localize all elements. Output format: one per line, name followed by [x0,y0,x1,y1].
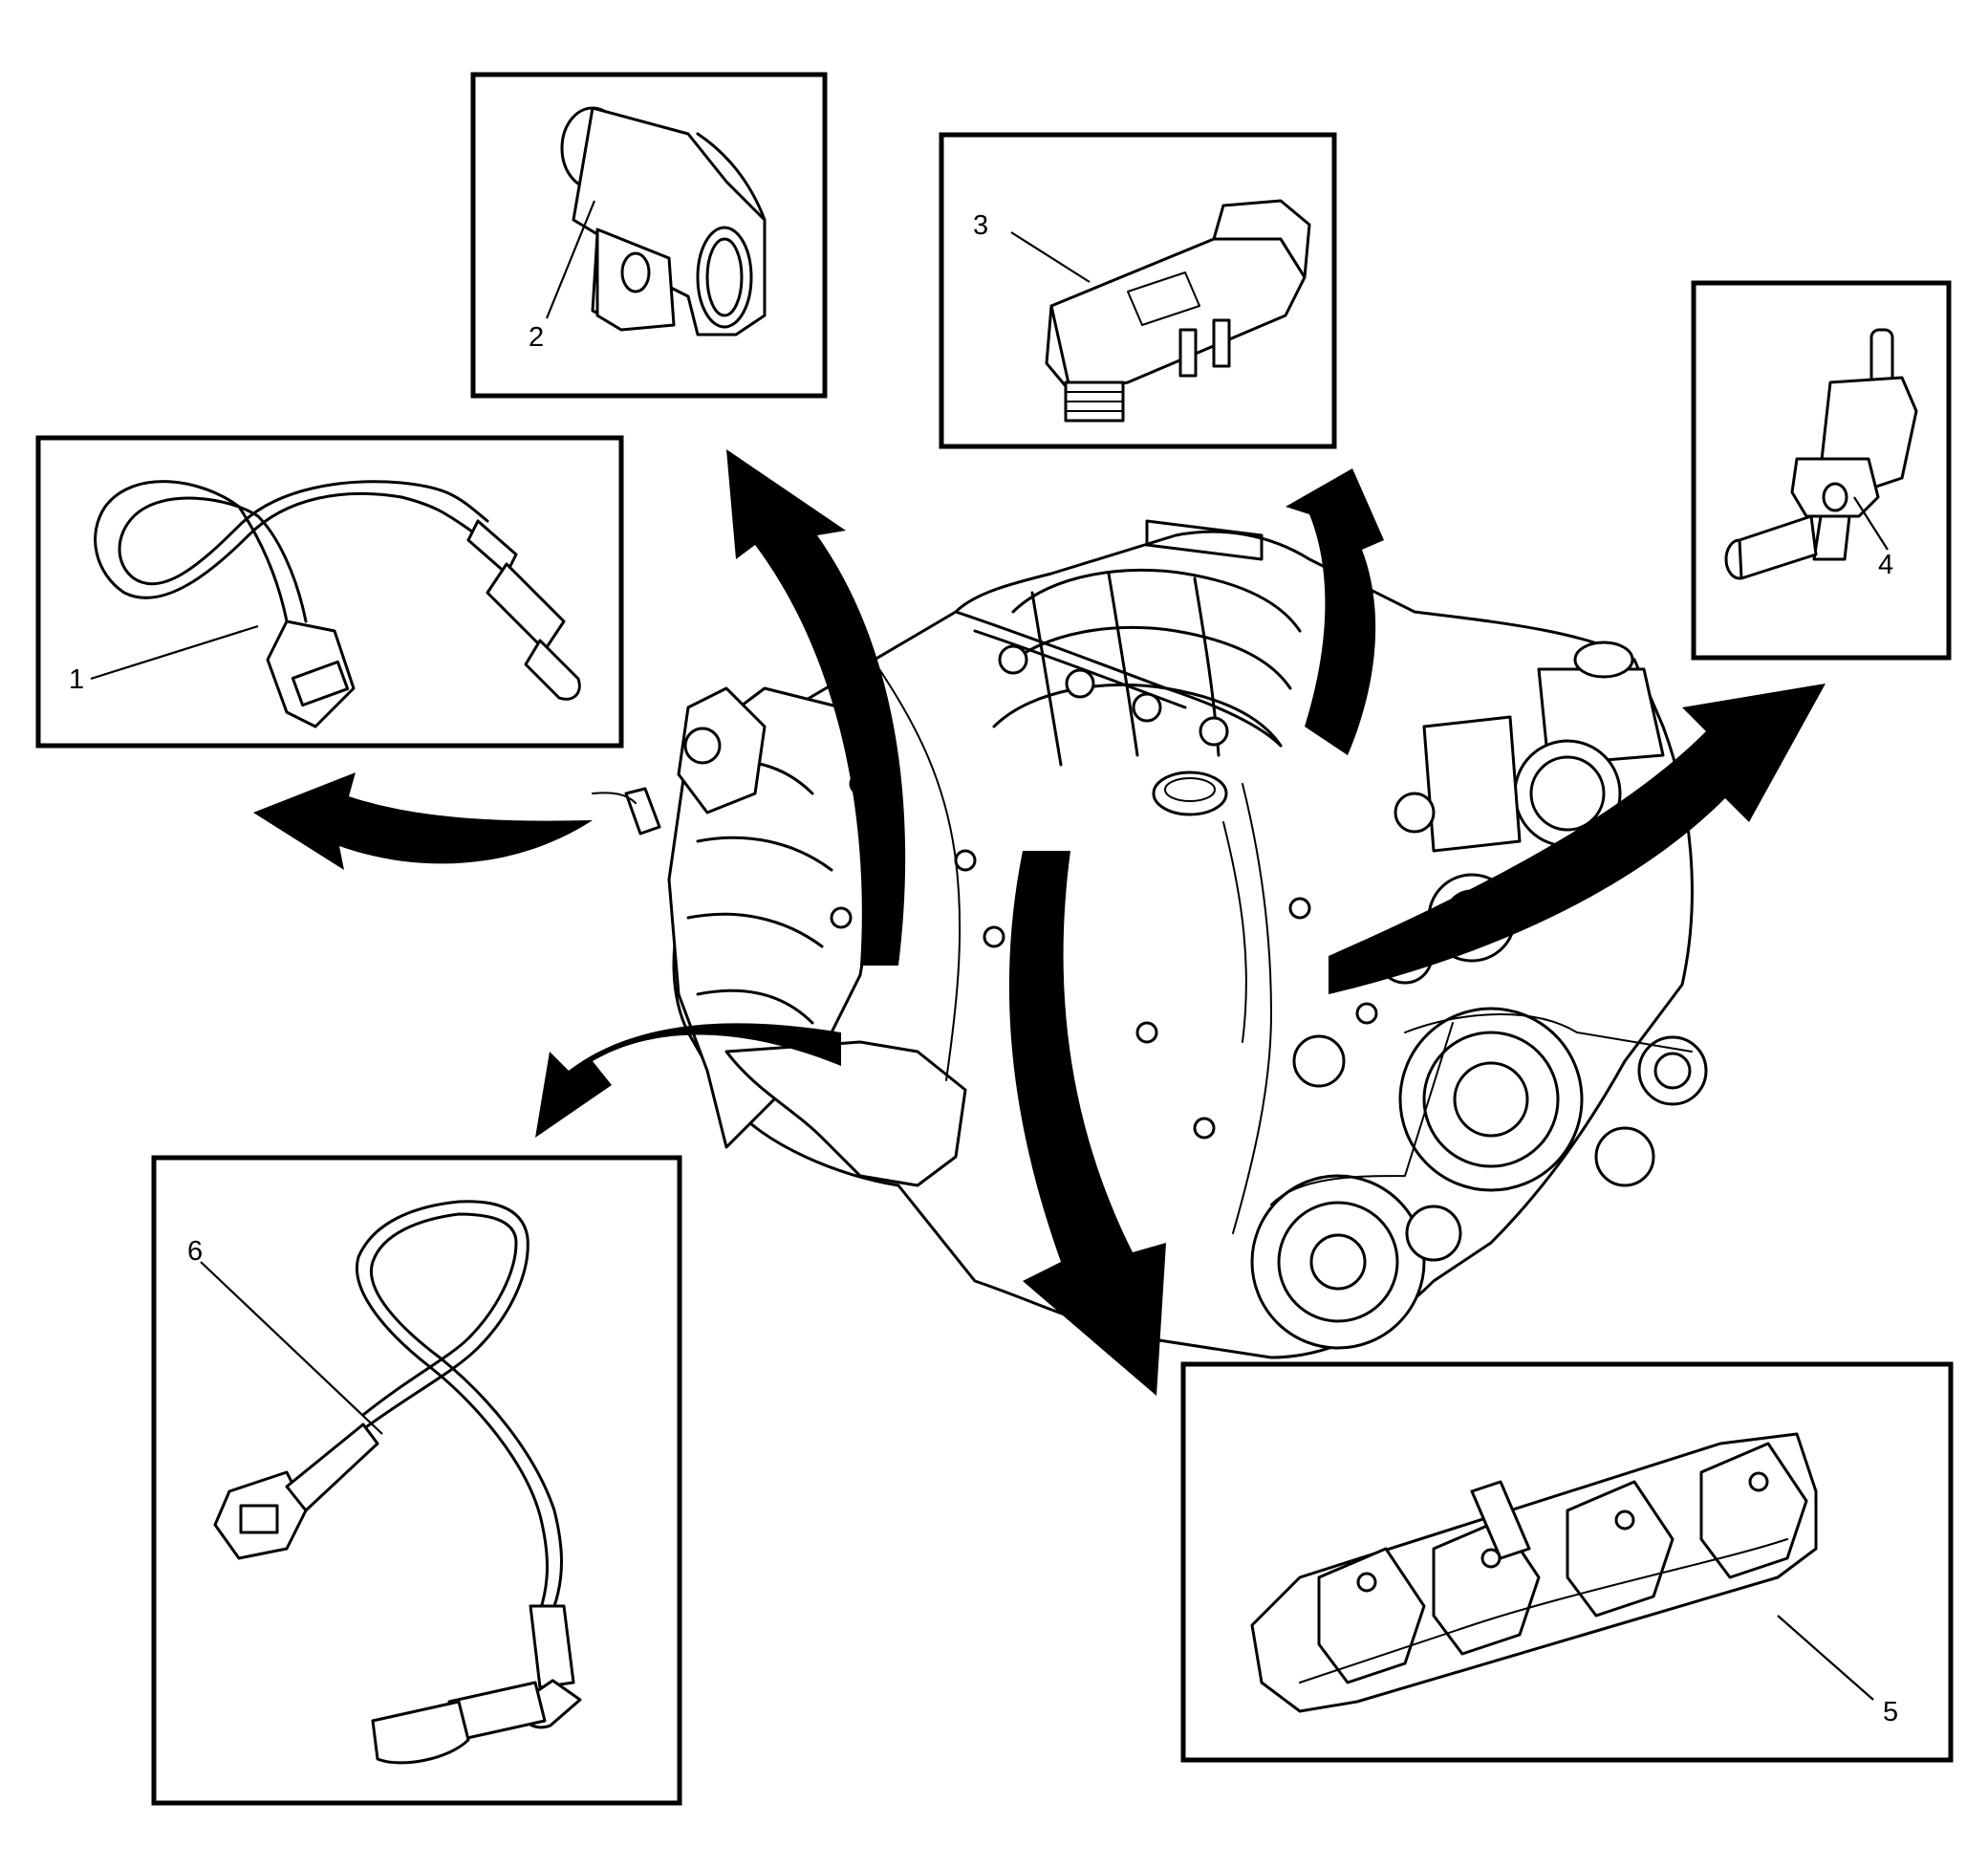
arrows [253,449,1826,1396]
callout-3: 3 [973,210,988,241]
ignition-coil-5-illustration [1250,1432,1818,1713]
detail-box-3: 3 [939,132,1337,449]
arrow-to-sensor-4 [1329,684,1826,994]
arrow-to-sensor-5 [1008,851,1166,1396]
arrow-to-sensor-6 [535,1023,841,1138]
detail-box-2: 2 [470,72,828,399]
detail-box-6: 6 [151,1155,682,1806]
o2-sensor-1-illustration [94,480,581,728]
position-sensor-2-illustration [560,106,767,337]
map-sensor-3-illustration [1045,199,1311,423]
callout-4: 4 [1878,550,1893,580]
o2-sensor-6-illustration [213,1200,582,1765]
detail-box-4: 4 [1691,280,1952,661]
engine-illustration [592,519,1708,1359]
arrow-to-sensor-3 [1286,468,1384,755]
callout-5: 5 [1883,1697,1898,1727]
arrow-to-sensor-1 [253,772,593,870]
arrow-to-sensor-2 [726,449,906,966]
callout-6: 6 [187,1236,203,1267]
detail-box-1: 1 [35,435,624,749]
callout-1: 1 [69,664,84,695]
detail-box-5: 5 [1180,1361,1954,1763]
callout-2: 2 [529,322,544,353]
